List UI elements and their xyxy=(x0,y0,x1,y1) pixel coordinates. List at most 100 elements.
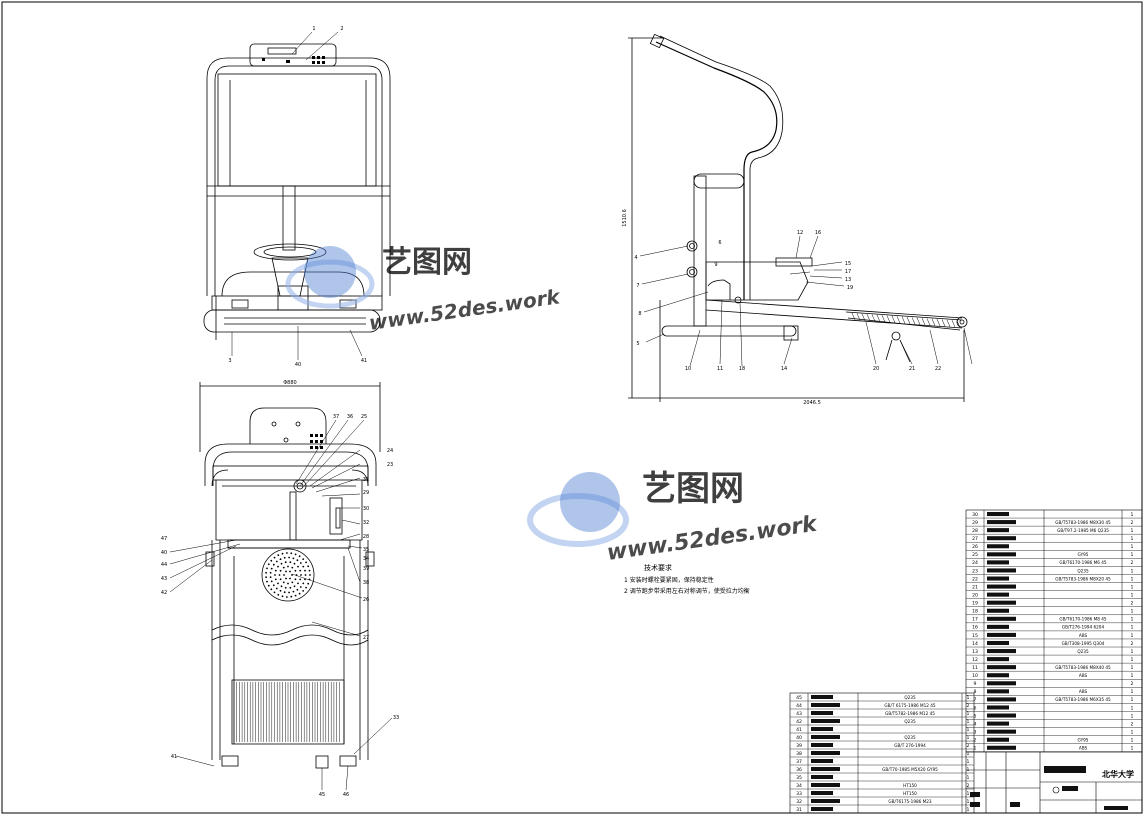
part-label: 27 xyxy=(363,635,369,641)
redaction-bar xyxy=(987,673,1009,678)
part-label: 17 xyxy=(845,269,851,275)
bom-item-number: 38 xyxy=(796,751,802,757)
bom-qty: 2 xyxy=(1131,601,1134,607)
mat-dot xyxy=(279,569,282,572)
mat-dot xyxy=(285,570,287,573)
mat-dot xyxy=(287,565,289,568)
bom-item-number: 16 xyxy=(972,625,978,631)
part-label: 16 xyxy=(815,230,821,236)
mat-dot xyxy=(274,574,276,576)
redaction-bar xyxy=(811,743,833,747)
technical-requirements: 技术要求 1 安装时螺栓要紧固，保持稳定性 2 调节跑步带采用左右对称调节，使受… xyxy=(624,563,750,595)
mat-dot xyxy=(287,582,289,585)
redaction-bar xyxy=(987,697,1016,702)
mat-dot xyxy=(275,587,278,590)
bom-qty: 2 xyxy=(967,783,970,789)
bom-qty: 1 xyxy=(967,719,970,725)
bom-spec: HT150 xyxy=(903,783,917,788)
bom-spec: ABS xyxy=(1079,689,1088,694)
redaction-bar xyxy=(987,528,1009,533)
redaction-bar xyxy=(811,695,833,699)
mat-dot xyxy=(304,578,306,581)
bom-item-number: 26 xyxy=(972,544,978,550)
bom-item-number: 34 xyxy=(796,783,802,789)
hatch-line xyxy=(936,319,941,327)
mat-dot xyxy=(272,563,275,566)
redaction-bar xyxy=(987,729,1016,734)
mat-dot xyxy=(286,596,288,598)
mat-dot xyxy=(270,567,273,570)
redaction-bar xyxy=(987,665,1016,670)
redaction-bar xyxy=(987,640,1009,646)
redaction-bar xyxy=(987,713,1016,718)
tech-requirement-item: 1 安装时螺栓要紧固，保持稳定性 xyxy=(624,576,714,584)
part-label: 21 xyxy=(909,366,915,372)
bom-item-number: 17 xyxy=(972,617,978,623)
side-view-labels: 4 5 6 7 8 9 10 11 12 13 14 15 16 17 18 1… xyxy=(634,230,941,372)
part-label: 46 xyxy=(343,792,349,798)
part-label: 1 xyxy=(312,26,315,32)
bom-item-number: 1 xyxy=(974,746,977,752)
mat-dot xyxy=(273,591,276,594)
mat-dot xyxy=(294,553,297,556)
bom-item-number: 11 xyxy=(972,665,978,671)
bom-spec: GB/T308-1995 Q304 xyxy=(1062,641,1105,646)
bom-qty: 2 xyxy=(967,743,970,749)
bom-item-number: 20 xyxy=(972,592,978,598)
bom-item-number: 45 xyxy=(796,695,802,701)
bom-qty: 2 xyxy=(1131,520,1134,526)
bom-qty: 2 xyxy=(1131,681,1134,687)
bom-qty: 1 xyxy=(1131,512,1134,518)
bom-spec: GB/T5783-1986 M8X20 45 xyxy=(1055,576,1111,581)
mat-dot xyxy=(290,552,293,555)
bom-qty: 1 xyxy=(1131,625,1134,631)
hatch-line xyxy=(946,319,951,327)
redaction-bar xyxy=(811,799,840,803)
part-label: 29 xyxy=(363,490,369,496)
redaction-bar xyxy=(811,775,833,779)
bom-item-number: 43 xyxy=(796,711,802,717)
part-label: 37 xyxy=(333,414,339,420)
bom-item-number: 44 xyxy=(796,703,802,709)
hatch-line xyxy=(956,320,961,328)
mat-dot xyxy=(266,580,268,583)
front-view xyxy=(203,43,391,340)
redaction-bar xyxy=(811,807,833,811)
hatch-line xyxy=(871,314,876,322)
bom-item-number: 6 xyxy=(974,705,977,711)
mat-dot xyxy=(270,588,273,591)
redaction-bar xyxy=(987,657,1009,662)
bom-qty: 1 xyxy=(1131,738,1134,744)
redaction-bar xyxy=(811,783,840,787)
mat-dot xyxy=(298,555,301,558)
bom-item-number: 14 xyxy=(972,641,978,647)
hatch-line xyxy=(931,318,936,326)
hatch-line xyxy=(926,318,931,326)
bom-spec: GB/T5783-1986 M8X40 45 xyxy=(1055,665,1111,670)
redaction-bar xyxy=(987,552,1016,557)
bom-item-number: 40 xyxy=(796,735,802,741)
bom-qty: 1 xyxy=(1131,592,1134,598)
redaction-bar xyxy=(811,719,840,723)
bom-qty: 1 xyxy=(1131,665,1134,671)
redaction-bar xyxy=(811,735,840,739)
mat-dot xyxy=(283,591,286,594)
part-label: 4 xyxy=(634,255,637,261)
bom-spec: GB/T6170-1986 M8 45 xyxy=(1059,617,1107,622)
bom-qty: 2 xyxy=(1131,560,1134,566)
bom-qty: 1 xyxy=(967,775,970,781)
width-dimension: Φ880 xyxy=(283,380,296,386)
redaction-bar xyxy=(987,560,1009,565)
bom-qty: 1 xyxy=(1131,673,1134,679)
mat-dot xyxy=(284,586,287,589)
mat-dot xyxy=(270,580,273,583)
redaction-bar xyxy=(811,751,840,755)
side-view xyxy=(628,33,968,402)
bom-item-number: 24 xyxy=(972,560,978,566)
bom-spec: Q235 xyxy=(904,719,916,724)
redaction-bar xyxy=(987,608,1009,613)
mat-dot xyxy=(291,566,294,569)
bom-qty: 1 xyxy=(967,727,970,733)
